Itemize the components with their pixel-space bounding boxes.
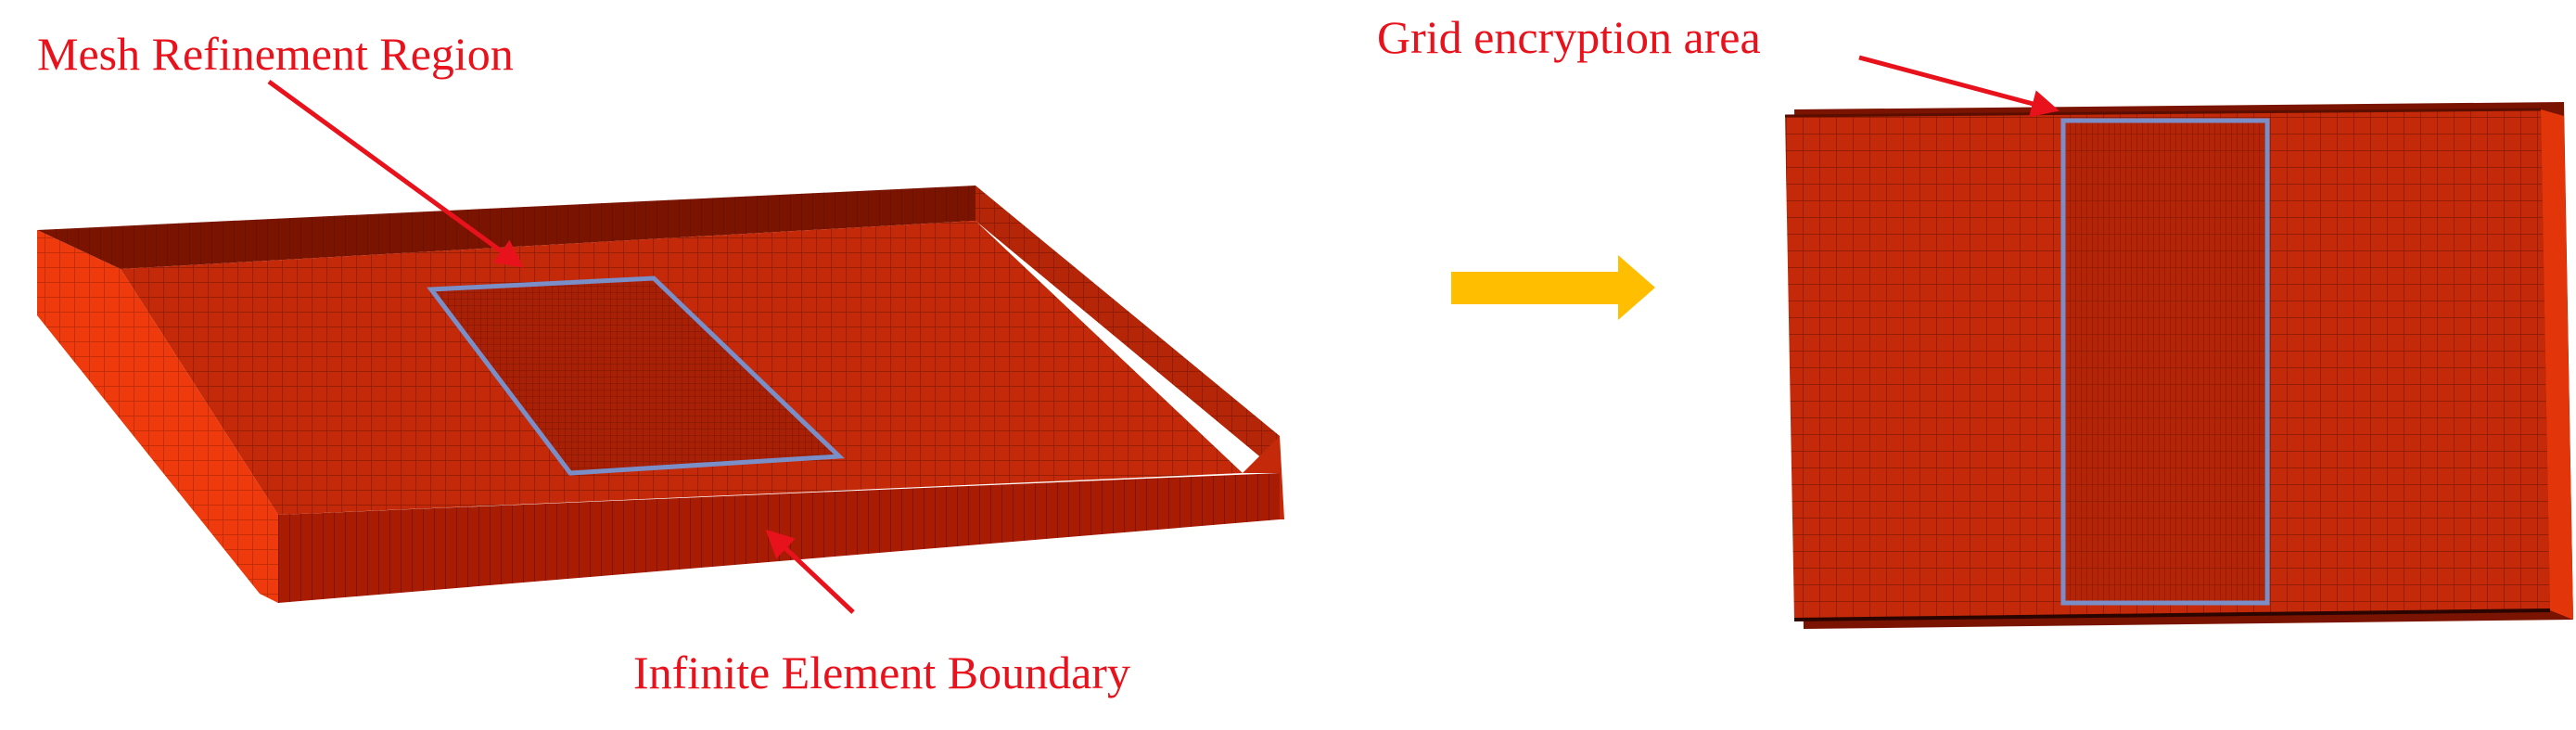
right-mesh-model bbox=[1784, 102, 2573, 629]
label-mesh-refinement: Mesh Refinement Region bbox=[37, 28, 514, 80]
transition-arrow bbox=[1451, 255, 1655, 320]
refinement-outline bbox=[427, 275, 845, 476]
arrow-grid-encryption bbox=[1858, 55, 2060, 118]
label-grid-encryption: Grid encryption area bbox=[1377, 11, 1761, 63]
label-infinite-boundary: Infinite Element Boundary bbox=[633, 647, 1130, 698]
arrow-infinite-boundary bbox=[765, 529, 855, 614]
arrow-mesh-refinement bbox=[267, 79, 524, 268]
encryption-outline bbox=[2060, 118, 2270, 606]
left-mesh-model bbox=[37, 186, 1284, 603]
